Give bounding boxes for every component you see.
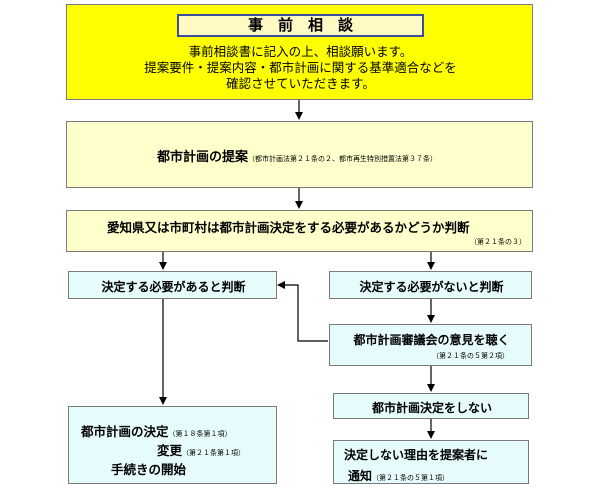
- decision-not-needed-box: 決定する必要がないと判断: [329, 271, 532, 299]
- decision-line-1-main: 都市計画の決定: [81, 424, 169, 439]
- consultation-title: 事 前 相 談: [177, 14, 424, 37]
- decision-line-2-main: 変更: [157, 443, 183, 458]
- arrow-council-to-needed: [277, 281, 328, 342]
- decision-line-2: 変更（第２１条第１項）: [157, 440, 245, 459]
- no-decision-box: 都市計画決定をしない: [333, 393, 529, 419]
- decision-procedure-box: 都市計画の決定（第１８条第１項） 変更（第２１条第１項） 手続きの開始: [68, 406, 277, 484]
- decision-needed-text: 決定する必要があると判断: [101, 280, 246, 294]
- notify-line-2: 通知（第２１条の５第１項）: [348, 465, 449, 484]
- decision-line-1-note: （第１８条第１項）: [168, 430, 232, 438]
- council-box: 都市計画審議会の意見を聴く （第２１条の５第２項）: [329, 324, 532, 366]
- council-main: 都市計画審議会の意見を聴く: [353, 333, 510, 347]
- judgement-note: （第２１条の３）: [470, 238, 526, 246]
- proposal-note: （都市計画法第２１条の２、都市再生特別措置法第３７条）: [248, 155, 438, 163]
- consultation-line-3: 確認させていただきます。: [226, 76, 375, 91]
- consultation-line-2: 提案要件・提案内容・都市計画に関する基準適合などを: [144, 60, 457, 75]
- notify-box: 決定しない理由を提案者に 通知（第２１条の５第１項）: [333, 440, 529, 484]
- no-decision-text: 都市計画決定をしない: [371, 401, 492, 415]
- judgement-box: 愛知県又は市町村は都市計画決定をする必要があるかどうか判断 （第２１条の３）: [66, 210, 533, 252]
- notify-line-1: 決定しない理由を提案者に: [344, 448, 489, 462]
- judgement-main: 愛知県又は市町村は都市計画決定をする必要があるかどうか判断: [107, 220, 470, 235]
- decision-line-1: 都市計画の決定（第１８条第１項）: [81, 421, 232, 440]
- decision-line-3: 手続きの開始: [111, 462, 187, 477]
- proposal-text: 都市計画の提案（都市計画法第２１条の２、都市再生特別措置法第３７条）: [157, 146, 437, 165]
- consultation-line-1: 事前相談書に記入の上、相談願います。: [188, 44, 413, 59]
- proposal-box: 都市計画の提案（都市計画法第２１条の２、都市再生特別措置法第３７条）: [66, 121, 533, 188]
- decision-needed-box: 決定する必要があると判断: [68, 271, 277, 299]
- notify-line-2-main: 通知: [348, 469, 373, 483]
- notify-line-2-note: （第２１条の５第１項）: [372, 474, 450, 482]
- decision-line-2-note: （第２１条第１項）: [182, 449, 246, 457]
- consultation-box: 事 前 相 談 事前相談書に記入の上、相談願います。 提案要件・提案内容・都市計…: [66, 4, 533, 100]
- decision-not-needed-text: 決定する必要がないと判断: [359, 280, 504, 294]
- proposal-main: 都市計画の提案: [157, 150, 249, 165]
- council-note: （第２１条の５第２項）: [432, 352, 509, 360]
